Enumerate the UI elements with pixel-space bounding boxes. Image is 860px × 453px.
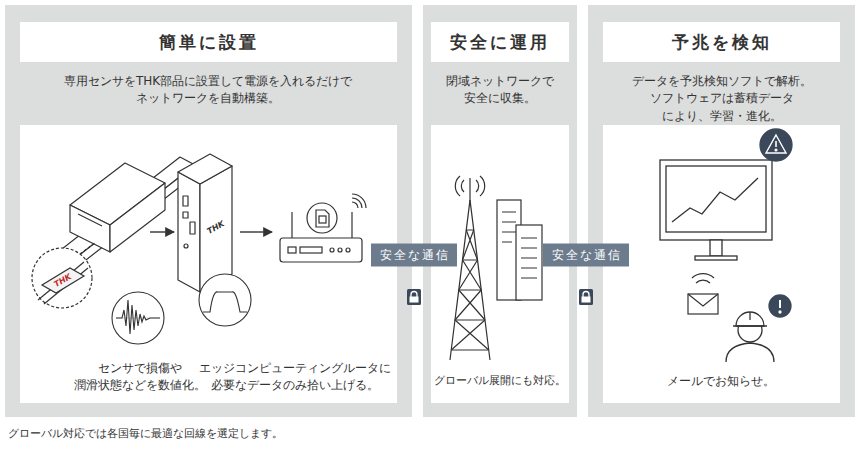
- monitor: [660, 129, 792, 260]
- link-label: 安全な通信: [371, 244, 457, 267]
- edge-router: [280, 194, 366, 262]
- step-caption: センサで損傷や 潤滑状態などを数値化。: [65, 360, 215, 395]
- sensor-zoom: [32, 248, 92, 308]
- panel-description: データを予兆検知ソフトで解析。 ソフトウェアは蓄積データ により、学習・進化。: [626, 73, 817, 125]
- panel-description: 閉域ネットワークで 安全に収集。: [437, 73, 563, 108]
- step-caption: エッジコンピューティングルータに 必要なデータのみ拾い上げる。: [195, 360, 395, 395]
- lock-icon: [407, 289, 421, 305]
- link-label: 安全な通信: [543, 244, 629, 267]
- panel-heading: 簡単に設置: [20, 22, 397, 62]
- worker: [726, 295, 791, 362]
- footnote-caption: グローバル対応では各国毎に最適な回線を選定します。: [8, 426, 283, 441]
- vibration-waveform: [112, 292, 164, 344]
- filtered-waveform: [199, 274, 251, 326]
- mail-notice: [688, 274, 718, 314]
- data-center: [497, 200, 542, 300]
- radio-tower: [450, 176, 490, 360]
- step-caption: グローバル展開にも対応。: [432, 373, 568, 389]
- step-caption: メールでお知らせ。: [631, 373, 811, 390]
- panel-heading: 安全に運用: [431, 22, 569, 62]
- panel-description: 専用センサをTHK部品に設置して電源を入れるだけで ネットワークを自動構築。: [43, 73, 373, 108]
- panel-heading: 予兆を検知: [603, 22, 840, 62]
- edge-device: [178, 154, 232, 292]
- lock-icon: [579, 289, 593, 305]
